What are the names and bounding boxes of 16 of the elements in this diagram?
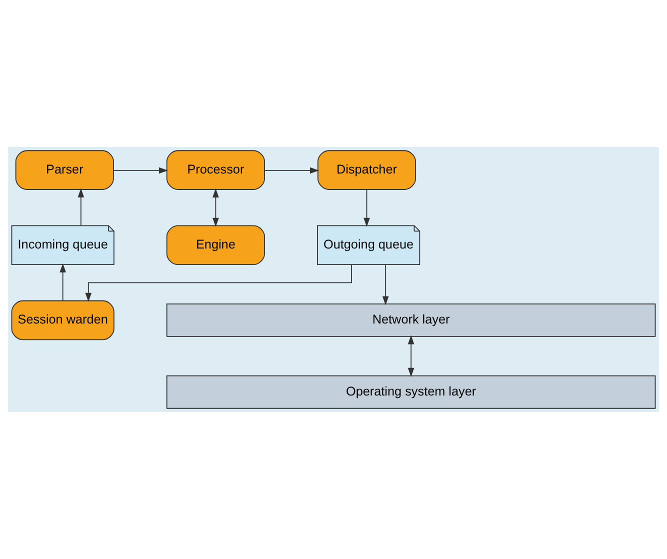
arrow: [78, 188, 84, 226]
arrow: [364, 189, 370, 227]
arrow: [408, 335, 414, 377]
node-box: Processor: [166, 150, 265, 190]
node-box: Network layer: [166, 303, 656, 337]
node-box: Parser: [15, 150, 114, 190]
arrow: [382, 264, 389, 306]
node-box: Operating system layer: [166, 375, 656, 409]
arrow: [85, 264, 352, 302]
node-box: Session warden: [11, 300, 114, 340]
arrow: [113, 167, 168, 174]
arrow: [212, 188, 219, 227]
node-box: Dispatcher: [317, 150, 416, 190]
arrow: [264, 167, 320, 174]
node-box: Engine: [166, 225, 265, 266]
arrow: [60, 263, 66, 301]
